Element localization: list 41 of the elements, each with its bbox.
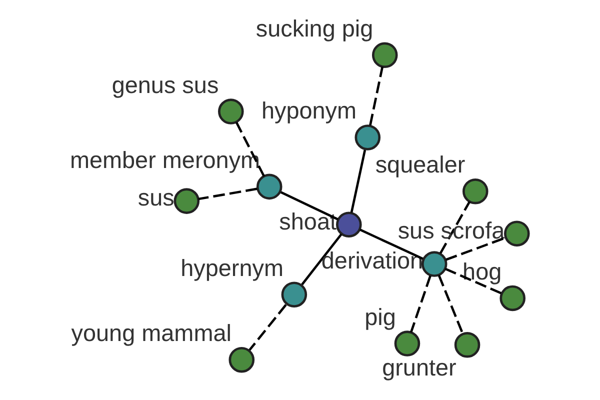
node-label: genus sus <box>111 72 218 98</box>
node-circle <box>280 282 307 308</box>
connector <box>350 150 366 213</box>
connector <box>248 304 286 351</box>
node-circle <box>454 332 480 358</box>
connector <box>300 234 342 286</box>
node-circle <box>256 174 282 200</box>
node-label: squealer <box>374 152 465 178</box>
node-circle <box>228 346 254 373</box>
node-label: pig <box>364 304 396 330</box>
node-label: sus scrofa <box>397 217 504 244</box>
connector <box>368 66 384 126</box>
connector <box>280 191 338 220</box>
node-circle <box>462 178 488 204</box>
node-label: sus <box>137 184 174 211</box>
node-circle <box>336 212 362 238</box>
connector <box>409 275 431 333</box>
connector <box>234 122 265 177</box>
node-label: grunter <box>382 354 456 380</box>
connector <box>444 236 505 261</box>
connector <box>359 228 423 260</box>
connector <box>198 188 257 200</box>
node-circle <box>499 285 525 312</box>
node-circle <box>218 98 244 124</box>
node-label: hog <box>462 258 502 284</box>
node-label: hypernym <box>180 254 283 281</box>
connector <box>437 274 464 334</box>
node-label: hyponym <box>260 98 356 124</box>
connector <box>438 201 470 254</box>
node-circle <box>420 251 447 277</box>
node-circle <box>394 330 420 356</box>
node-circle <box>371 42 398 68</box>
node-label: derivation <box>320 248 423 274</box>
node-label: sucking pig <box>255 15 373 42</box>
node-circle <box>504 220 530 246</box>
node-circle <box>173 188 200 214</box>
node-label: young mammal <box>70 320 231 346</box>
node-circle <box>354 124 380 150</box>
node-label: shoat <box>278 208 336 234</box>
connector <box>444 268 502 294</box>
node-label: member meronym <box>69 146 260 173</box>
